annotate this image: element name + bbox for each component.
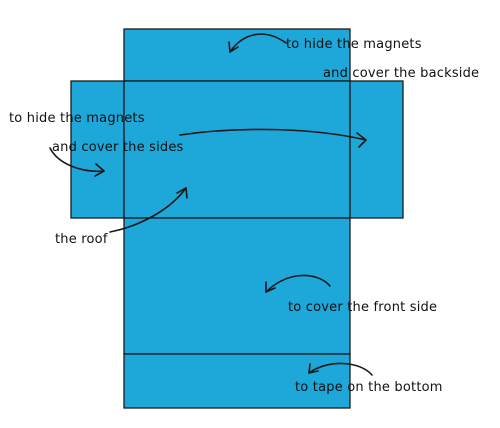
roof-panel <box>123 80 351 219</box>
label-hide-magnets-sides: to hide the magnets <box>9 111 145 126</box>
arrow-front-side <box>265 274 331 293</box>
label-cover-backside: and cover the backside <box>323 66 479 81</box>
label-bottom: to tape on the bottom <box>295 380 443 395</box>
back-flap-panel <box>123 28 351 82</box>
arrow-cover-sides <box>179 128 367 148</box>
label-hide-magnets-back: to hide the magnets <box>286 37 422 52</box>
label-cover-sides: and cover the sides <box>52 140 184 155</box>
label-roof: the roof <box>55 232 108 247</box>
right-side-panel <box>349 80 404 219</box>
bottom-tab-panel <box>123 353 351 409</box>
arrow-bottom <box>308 362 373 376</box>
label-front-side: to cover the front side <box>288 300 437 315</box>
front-panel <box>123 217 351 355</box>
arrow-hide-magnets-sides <box>49 147 105 177</box>
arrow-roof <box>109 187 188 233</box>
left-side-panel <box>70 80 125 219</box>
arrow-hide-magnets-back <box>228 33 287 53</box>
